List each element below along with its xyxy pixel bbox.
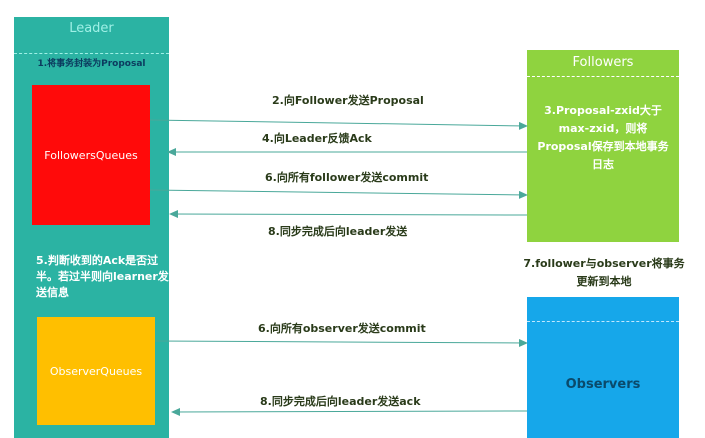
arrow-step8-follower	[169, 210, 528, 219]
step1-label: 1.将事务封装为Proposal	[37, 59, 146, 69]
step6-observer-label: 6.向所有observer发送commit	[258, 322, 426, 335]
step3-label: 3.Proposal-zxid大于max-zxid，则将Proposal保存到本…	[537, 104, 669, 171]
observer-queue-label: ObserverQueues	[49, 364, 143, 378]
step8-follower-label: 8.同步完成后向leader发送	[268, 225, 408, 238]
followers-queue-label: FollowersQueues	[44, 148, 138, 162]
step8-observer-label: 8.同步完成后向leader发送ack	[260, 395, 421, 408]
followers-divider	[527, 76, 679, 77]
followers-title: Followers	[572, 55, 634, 70]
leader-divider	[14, 53, 169, 54]
followers-queue: FollowersQueues	[32, 85, 150, 225]
step6-follower-label: 6.向所有follower发送commit	[265, 171, 429, 184]
observers-title: Observers	[565, 377, 641, 392]
followers-node: Followers 3.Proposal-zxid大于max-zxid，则将Pr…	[527, 50, 679, 242]
arrow-step6-follower	[149, 189, 528, 199]
step5-label: 5.判断收到的Ack是否过半。若过半则向learner发送信息	[36, 254, 169, 299]
observer-queue: ObserverQueues	[37, 317, 155, 425]
arrow-step2	[149, 119, 528, 130]
observers-node: Observers	[527, 297, 679, 438]
arrow-step8-observer	[171, 407, 528, 416]
step7-label: 7.follower与observer将事务更新到本地	[523, 257, 685, 288]
observers-divider	[527, 321, 679, 322]
leader-title: Leader	[69, 21, 114, 36]
step2-label: 2.向Follower发送Proposal	[272, 94, 424, 107]
step4-label: 4.向Leader反馈Ack	[262, 132, 372, 145]
arrow-step6-observer	[154, 338, 528, 347]
